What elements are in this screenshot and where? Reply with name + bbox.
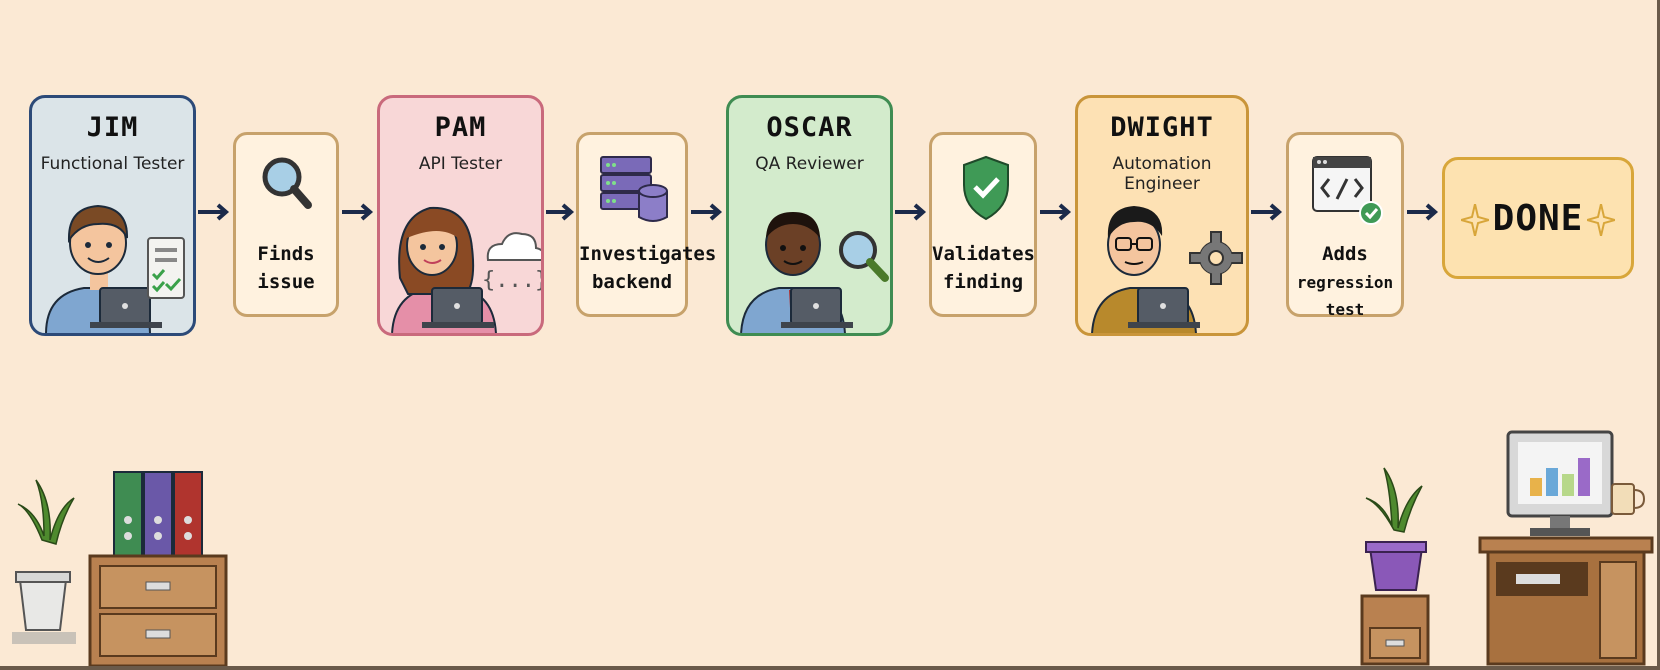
step-finds-issue-line1: Finds [257,243,315,265]
right-border [1657,0,1660,670]
card-pam-name: PAM [434,112,487,143]
api-badge: {...} [482,268,544,293]
done-box: DONE [1442,157,1634,279]
sparkle-icon [1461,204,1489,236]
pam-laptop-icon [422,287,494,328]
office-decor-left [12,471,228,666]
arrow-right-icon [198,203,230,221]
card-pam-role: API Tester [418,154,503,174]
cabinet-icon [88,554,228,666]
shield-check-icon [963,155,1009,221]
magnifier-icon [839,231,889,282]
plant-icon [12,479,76,644]
step-finds-issue-line2: issue [257,271,315,293]
checklist-icon [147,237,185,299]
card-dwight: DWIGHT Automation Engineer [1075,95,1249,336]
dwight-illustration [1091,206,1243,333]
magnifier-icon [262,157,312,209]
sparkle-icon [1587,204,1615,236]
gear-icon [1189,231,1243,285]
arrow-right-icon [1040,203,1072,221]
step-finds-issue: Finds issue [233,132,339,317]
step-adds-line2: regression test [1296,273,1394,319]
card-oscar-role: QA Reviewer [755,154,864,174]
small-crate-icon [1360,594,1430,666]
desk-icon [1478,536,1654,666]
jim-illustration [45,204,185,333]
mug-icon [1611,483,1646,515]
code-window-icon [1312,156,1383,225]
plant-icon [1365,467,1427,591]
arrow-right-icon [342,203,374,221]
jim-laptop-icon [90,287,162,328]
binders-icon [113,471,203,557]
oscar-laptop-icon [781,287,853,328]
arrow-right-icon [691,203,723,221]
monitor-icon [1506,430,1614,536]
arrow-right-icon [546,203,575,221]
card-oscar-name: OSCAR [766,112,853,143]
jim-person-icon [45,204,151,333]
dwight-laptop-icon [1128,287,1200,328]
step-investigates-backend: Investigates backend [576,132,717,317]
bottom-border [0,666,1660,670]
card-dwight-role: Automation Engineer [1112,154,1212,194]
pam-illustration [391,206,541,333]
office-decor-right [1360,430,1654,666]
card-pam: PAM API Tester {...} [377,95,544,336]
card-jim-role: Functional Tester [40,154,185,174]
database-icon [600,156,668,222]
step-adds-line1: Adds [1322,243,1368,265]
step-validates-line1: Validates [932,243,1035,265]
card-jim: JIM Functional Tester [29,95,196,336]
arrow-right-icon [895,203,927,221]
arrow-right-icon [1407,203,1439,221]
step-validates-line2: finding [942,271,1024,293]
step-investigates-line1: Investigates [579,243,717,265]
card-jim-name: JIM [86,112,139,143]
step-validates-finding: Validates finding [929,132,1037,317]
done-label: DONE [1492,198,1584,239]
step-adds-regression-test: Adds regression test [1286,132,1404,319]
step-investigates-line2: backend [591,271,673,293]
card-oscar: OSCAR QA Reviewer [726,95,893,336]
oscar-illustration [740,212,889,333]
card-dwight-name: DWIGHT [1110,112,1214,143]
arrow-right-icon [1251,203,1283,221]
cloud-icon [486,232,541,261]
